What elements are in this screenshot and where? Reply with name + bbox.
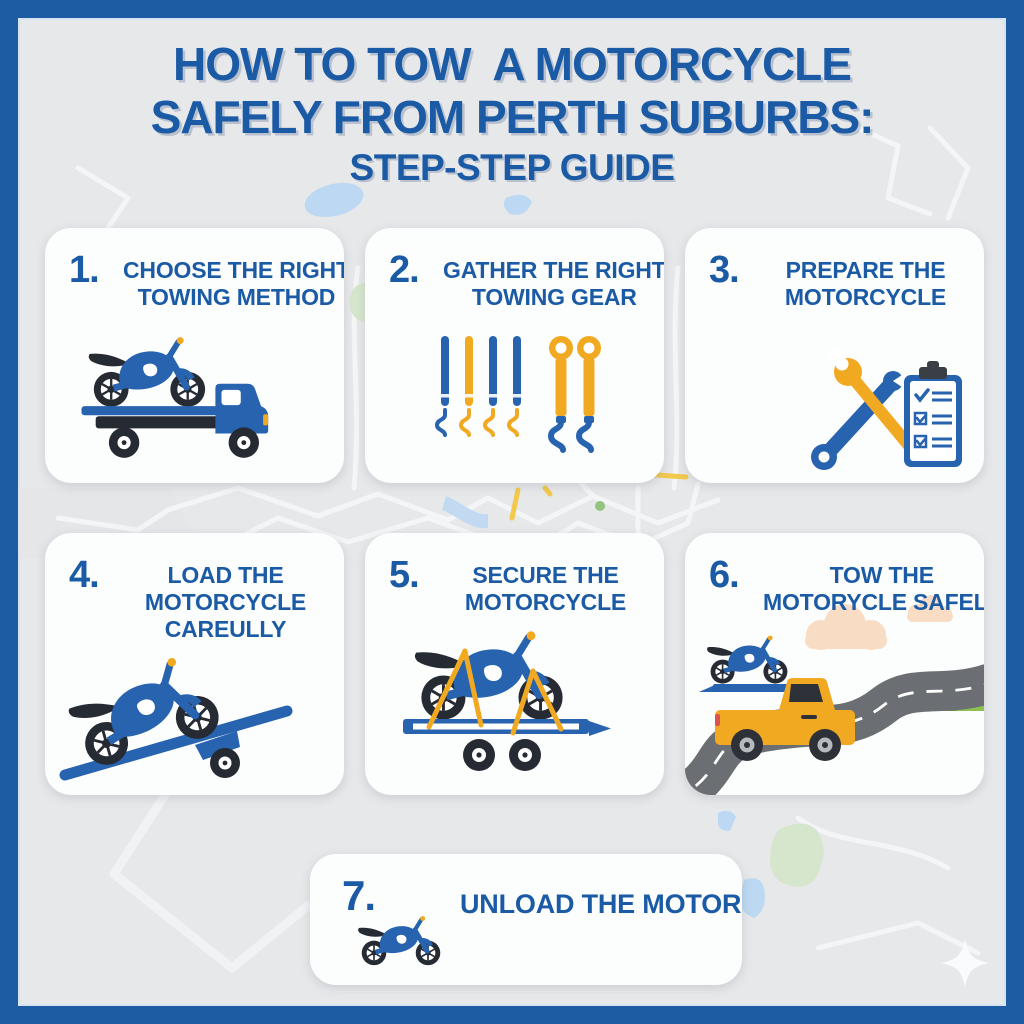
step-card-6: 6. TOW THE MOTORYCLE SAFELY (685, 533, 984, 795)
motorcycle-trailer-straps-icon (403, 615, 611, 771)
step-3-title-line: PREPARE THE (785, 257, 946, 283)
step-5-title-line: MOTORCYCLE (464, 589, 627, 616)
content-area: HOW TO TOW A MOTORCYCLE SAFELY FROM PERT… (18, 18, 1006, 1006)
map-water-blobs (304, 182, 765, 918)
motorcycle-icon (356, 910, 446, 968)
page-title: HOW TO TOW A MOTORCYCLE SAFELY FROM PERT… (18, 38, 1006, 191)
tools-checklist-icon (811, 347, 962, 470)
step-2-header: 2. GATHER THE RIGHT TOWING GEAR (365, 228, 664, 311)
step-4-title-line: CAREULLY (164, 616, 287, 643)
step-6-header: 6. TOW THE MOTORYCLE SAFELY (685, 533, 984, 616)
title-line-1: HOW TO TOW A MOTORCYCLE (173, 38, 852, 90)
step-1-number: 1. (69, 249, 100, 291)
step-4-number: 4. (69, 554, 100, 596)
step-2-title-line: GATHER THE RIGHT (443, 257, 664, 283)
step-4-title-line: LOAD THE (167, 562, 284, 588)
wrench-icon (811, 371, 908, 470)
step-7-title: UNLOAD THE MOTORCYCLE (460, 884, 742, 921)
step-1-title-line: TOWING METHOD (137, 284, 336, 311)
small-straps (434, 336, 521, 437)
large-straps (547, 336, 601, 453)
step-card-7: 7. UNLOAD THE MOTORCYCLE (310, 854, 742, 985)
step-3-number: 3. (709, 249, 740, 291)
step-1-header: 1. CHOOSE THE RIGHT TOWING METHOD (45, 228, 344, 311)
step-7-number: 7. (342, 872, 376, 919)
step-6-title: TOW THE MOTORYCLE SAFELY (763, 557, 984, 616)
step-2-number: 2. (389, 249, 420, 291)
step-1-title-line: CHOOSE THE RIGHT (123, 257, 344, 283)
step-4-header: 4. LOAD THE MOTORCYCLE CAREULLY (45, 533, 344, 643)
spanner-icon (826, 347, 916, 453)
step-7-title-line: UNLOAD THE MOTORCYCLE (460, 889, 742, 919)
step-3-title: PREPARE THE MOTORCYCLE (763, 252, 968, 311)
step-5-header: 5. SECURE THE MOTORCYCLE (365, 533, 664, 616)
step-3-header: 3. PREPARE THE MOTORCYCLE (685, 228, 984, 311)
step-2-title: GATHER THE RIGHT TOWING GEAR (443, 252, 664, 311)
step-5-number: 5. (389, 554, 420, 596)
step-2-title-line: TOWING GEAR (471, 284, 637, 311)
title-line-2: SAFELY FROM PERTH SUBURBS: (150, 91, 875, 143)
title-line-3: STEP-STEP GUIDE (349, 147, 675, 188)
pickup-truck-icon (699, 636, 855, 761)
step-4-title: LOAD THE MOTORCYCLE CAREULLY (123, 557, 328, 643)
step-card-4: 4. LOAD THE MOTORCYCLE CAREULLY (45, 533, 344, 795)
clipboard-checklist-icon (904, 361, 962, 467)
cloud-illustration (805, 595, 953, 650)
step-6-title-line: MOTORYCLE SAFELY (763, 589, 984, 616)
step-card-5: 5. SECURE THE MOTORCYCLE (365, 533, 664, 795)
tie-down-straps-icon (434, 336, 601, 453)
map-pentagon-road (109, 785, 313, 973)
step-1-title: CHOOSE THE RIGHT TOWING METHOD (123, 252, 344, 311)
map-green-dot (595, 501, 605, 511)
step-6-title-line: TOW THE (829, 562, 934, 588)
step-card-1: 1. CHOOSE THE RIGHT TOWING METHOD (45, 228, 344, 483)
step-3-title-line: MOTORCYCLE (784, 284, 947, 311)
step-card-3: 3. PREPARE THE MOTORCYCLE (685, 228, 984, 483)
truck-wheels (108, 427, 260, 458)
step-card-2: 2. GATHER THE RIGHT TOWING GEAR (365, 228, 664, 483)
motorcycle-ramp-icon (57, 617, 293, 781)
trailer-wheels (463, 739, 541, 771)
tie-down-straps (426, 648, 564, 736)
motorcycle-on-tow-truck-icon (81, 329, 269, 458)
step-5-title: SECURE THE MOTORCYCLE (443, 557, 648, 616)
sparkle-icon (941, 939, 989, 987)
step-5-title-line: SECURE THE (472, 562, 619, 588)
step-6-number: 6. (709, 554, 740, 596)
pickup-towing-road-scene (685, 595, 984, 795)
step-4-title-line: MOTORCYCLE (144, 589, 307, 616)
